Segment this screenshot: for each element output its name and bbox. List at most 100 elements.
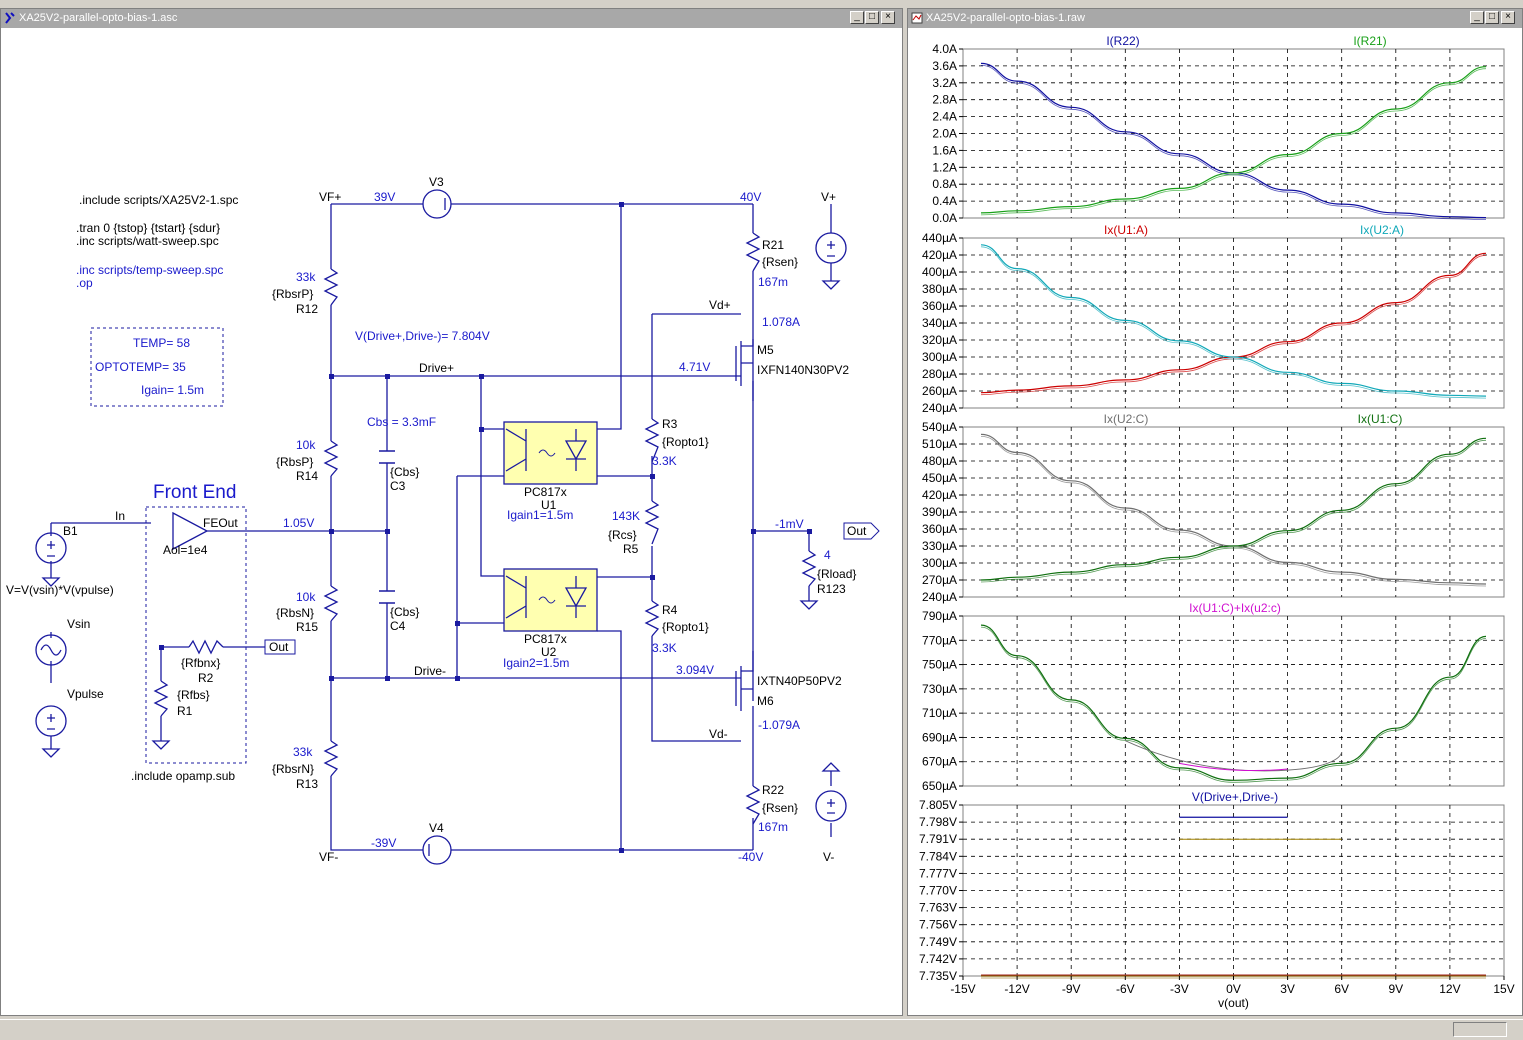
svg-text:PC817x: PC817x: [524, 485, 567, 499]
series-line: [1179, 762, 1288, 772]
x-tick-label: 3V: [1280, 982, 1295, 996]
y-tick-label: 4.0A: [932, 42, 957, 56]
y-tick-label: 710µA: [922, 706, 957, 720]
y-tick-label: 7.763V: [919, 901, 957, 915]
svg-text:{Rcs}: {Rcs}: [608, 528, 637, 542]
svg-text:Aol=1e4: Aol=1e4: [163, 543, 208, 557]
source-v4: [422, 835, 452, 865]
optocoupler-u2: [503, 568, 598, 632]
svg-text:4.71V: 4.71V: [679, 360, 710, 374]
front-end-label: Front End: [153, 482, 236, 503]
y-tick-label: 650µA: [922, 779, 957, 793]
svg-text:U2: U2: [541, 645, 557, 659]
svg-text:1.078A: 1.078A: [762, 315, 800, 329]
svg-text:.inc scripts/watt-sweep.spc: .inc scripts/watt-sweep.spc: [76, 234, 219, 248]
y-tick-label: 280µA: [922, 367, 957, 381]
y-tick-label: 730µA: [922, 682, 957, 696]
y-tick-label: 240µA: [922, 590, 957, 604]
waveform-window[interactable]: XA25V2-parallel-opto-bias-1.raw _ □ × 4.…: [907, 8, 1523, 1016]
y-tick-label: 260µA: [922, 384, 957, 398]
series-label: Ix(U1:C): [1358, 412, 1403, 426]
y-tick-label: 2.0A: [932, 127, 957, 141]
series-label: I(R21): [1353, 34, 1386, 48]
series-label: Ix(U1:C)+Ix(u2:c): [1189, 601, 1281, 615]
series-line: [980, 439, 1487, 583]
source-v3: [422, 189, 452, 219]
y-tick-label: 1.6A: [932, 143, 957, 157]
svg-text:Igain1=1.5m: Igain1=1.5m: [507, 508, 573, 522]
capacitors: [379, 450, 395, 604]
waveform-maximize-button[interactable]: □: [1485, 11, 1499, 24]
schematic-canvas[interactable]: .include scripts/XA25V2-1.spc .tran 0 {t…: [1, 28, 902, 1015]
svg-text:IXTN40P50PV2: IXTN40P50PV2: [757, 674, 842, 688]
y-tick-label: 320µA: [922, 333, 957, 347]
svg-text:{Ropto1}: {Ropto1}: [662, 435, 709, 449]
svg-text:IXFN140N30PV2: IXFN140N30PV2: [757, 363, 849, 377]
y-tick-label: 380µA: [922, 282, 957, 296]
svg-text:{Rfbnx}: {Rfbnx}: [181, 656, 220, 670]
series-line: [980, 252, 1487, 394]
y-tick-label: 2.4A: [932, 110, 957, 124]
svg-text:R22: R22: [762, 783, 784, 797]
svg-text:3.3K: 3.3K: [652, 641, 677, 655]
waveform-titlebar[interactable]: XA25V2-parallel-opto-bias-1.raw _ □ ×: [908, 9, 1522, 28]
y-tick-label: 670µA: [922, 755, 957, 769]
params-box: [90, 327, 224, 407]
y-tick-label: 540µA: [922, 420, 957, 434]
svg-text:R4: R4: [662, 603, 678, 617]
svg-text:3.3K: 3.3K: [652, 454, 677, 468]
y-tick-label: 0.4A: [932, 194, 957, 208]
svg-text:TEMP= 58: TEMP= 58: [133, 336, 190, 350]
svg-text:PC817x: PC817x: [524, 632, 567, 646]
waveform-close-button[interactable]: ×: [1501, 11, 1515, 24]
optocoupler-u1: [503, 421, 598, 485]
y-tick-label: 7.791V: [919, 832, 957, 846]
svg-text:.include opamp.sub: .include opamp.sub: [131, 769, 235, 783]
svg-text:33k: 33k: [296, 270, 316, 284]
wires: [50, 203, 832, 851]
x-tick-label: -9V: [1062, 982, 1081, 996]
y-tick-label: 3.2A: [932, 76, 957, 90]
series-line: [980, 244, 1487, 397]
svg-text:VF+: VF+: [319, 190, 341, 204]
svg-text:167m: 167m: [758, 275, 788, 289]
svg-text:R12: R12: [296, 302, 318, 316]
x-tick-label: 12V: [1439, 982, 1460, 996]
y-tick-label: 7.777V: [919, 866, 957, 880]
svg-text:B1: B1: [63, 524, 78, 538]
x-tick-label: -3V: [1170, 982, 1189, 996]
battery-sources: [35, 232, 847, 822]
y-tick-label: 240µA: [922, 401, 957, 415]
x-tick-label: 9V: [1388, 982, 1403, 996]
y-tick-label: 750µA: [922, 658, 957, 672]
svg-text:33k: 33k: [293, 745, 313, 759]
x-tick-label: 15V: [1493, 982, 1514, 996]
y-tick-label: 7.805V: [919, 798, 957, 812]
svg-text:{Cbs}: {Cbs}: [390, 605, 419, 619]
schematic-titlebar[interactable]: XA25V2-parallel-opto-bias-1.asc _ □ ×: [1, 9, 902, 28]
svg-text:10k: 10k: [296, 590, 316, 604]
y-tick-label: 400µA: [922, 265, 957, 279]
maximize-button[interactable]: □: [865, 11, 879, 24]
series-line: [980, 246, 1487, 399]
svg-text:Out: Out: [269, 640, 289, 654]
svg-text:V4: V4: [429, 821, 444, 835]
y-tick-label: 1.2A: [932, 160, 957, 174]
x-tick-label: 0V: [1226, 982, 1241, 996]
svg-text:R2: R2: [198, 671, 214, 685]
svg-text:.tran 0 {tstop} {tstart} {sdur: .tran 0 {tstop} {tstart} {sdur}: [76, 221, 220, 235]
svg-text:1.05V: 1.05V: [283, 516, 314, 530]
schematic-window[interactable]: XA25V2-parallel-opto-bias-1.asc _ □ ×: [0, 8, 903, 1016]
waveform-plot-area[interactable]: 4.0A3.6A3.2A2.8A2.4A2.0A1.6A1.2A0.8A0.4A…: [908, 28, 1522, 1015]
svg-text:-40V: -40V: [738, 850, 763, 864]
x-tick-label: 6V: [1334, 982, 1349, 996]
minimize-button[interactable]: _: [850, 11, 864, 24]
waveform-minimize-button[interactable]: _: [1470, 11, 1484, 24]
svg-text:V+: V+: [821, 190, 836, 204]
y-tick-label: 300µA: [922, 350, 957, 364]
y-tick-label: 360µA: [922, 522, 957, 536]
close-button[interactable]: ×: [881, 11, 895, 24]
series-line: [980, 624, 1487, 781]
y-tick-label: 300µA: [922, 556, 957, 570]
y-tick-label: 420µA: [922, 488, 957, 502]
